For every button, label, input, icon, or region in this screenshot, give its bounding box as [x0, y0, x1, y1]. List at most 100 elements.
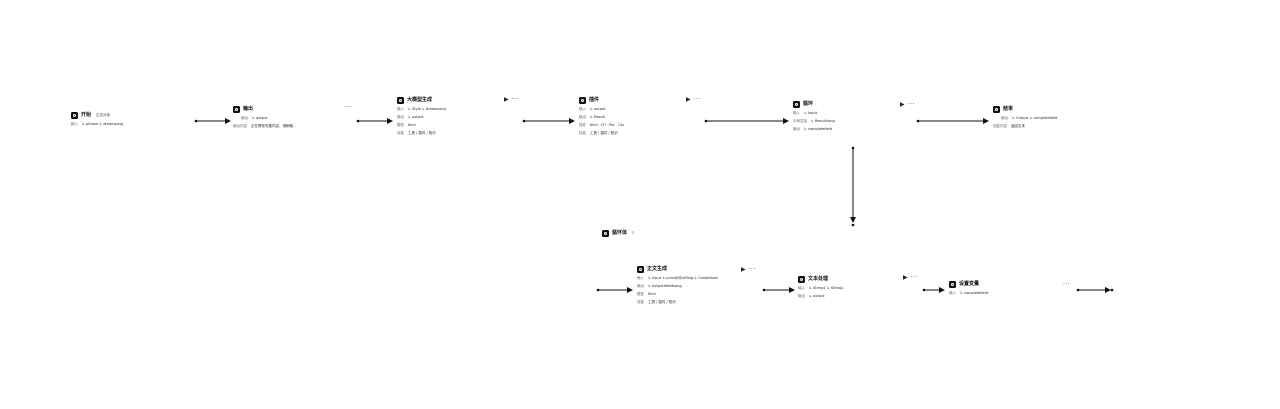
more-menu-label: ···	[748, 266, 756, 273]
more-menu-label: ···	[907, 101, 915, 108]
row-key: 模型	[637, 291, 644, 296]
output-icon	[233, 105, 240, 113]
port[interactable]	[194, 119, 198, 123]
variable-icon	[949, 280, 956, 288]
node-loop[interactable]: 循环 输入↳ Input 中间变量↳ Resulthong 输出↳ comple…	[793, 99, 835, 133]
node-llm[interactable]: 大模型生成 输入 ↳ Style ↳ dreamsong 输出 ↳ output 模…	[397, 95, 446, 137]
more-menu-plugin[interactable]: ▶ ···	[686, 96, 701, 103]
more-menu-text[interactable]: ▶ ···	[903, 274, 918, 281]
node-title: 设置变量	[959, 280, 980, 287]
row-value: ↳ Input ↳ prinsfjt@uffling ↳ Completion	[648, 275, 719, 280]
node-subtitle: 生成对象	[96, 112, 111, 117]
port[interactable]	[916, 119, 920, 123]
row-key: 输出	[1001, 115, 1008, 120]
node-end[interactable]: 结束 输出 ↳ Output ↳ completefield 回复内容返回文本	[993, 104, 1057, 130]
loop-icon	[793, 100, 800, 108]
node-llm-body[interactable]: 正文生成 输入↳ Input ↳ prinsfjt@uffling ↳ Comp…	[637, 264, 718, 306]
row-value: ↳ outputefieldsong	[648, 283, 682, 288]
node-title: 文本处理	[808, 275, 829, 282]
row-value: ↳ completefield	[960, 290, 988, 295]
row-value: ↳ output	[590, 106, 606, 111]
row-value: 工具 / 插件 / 知识	[648, 299, 676, 304]
row-value: 返回文本	[1011, 123, 1025, 128]
loop-body-icon	[602, 229, 609, 237]
row-key: 输出	[793, 126, 800, 131]
port[interactable]	[922, 288, 926, 292]
row-value: ↳ output	[408, 114, 424, 119]
row-value: ↳ phrase ↳ dreamsong	[82, 121, 123, 126]
row-value: Kimi	[648, 291, 656, 296]
more-menu-llm[interactable]: ▶ ···	[504, 96, 519, 103]
row-key: 技能	[637, 299, 644, 304]
row-value: 工具 / 插件 / 知识	[590, 130, 618, 135]
node-set-variable[interactable]: 设置变量 输入 ↳ completefield	[949, 279, 988, 297]
node-title: 开始	[81, 111, 92, 118]
more-menu-llm2[interactable]: ▶ ···	[741, 266, 756, 273]
port[interactable]	[596, 288, 600, 292]
node-title: 输出	[243, 105, 254, 112]
llm-icon	[637, 265, 644, 273]
more-menu-label: ···	[910, 274, 918, 281]
node-start[interactable]: 开始 生成对象 输入 ↳ phrase ↳ dreamsong	[71, 110, 123, 128]
row-key: 输出	[798, 293, 805, 298]
row-value: ↳ completefield	[804, 126, 832, 131]
row-key: 输入	[949, 290, 956, 295]
row-value: ↳ output	[252, 115, 268, 120]
row-key: 输入	[579, 106, 586, 111]
row-key: 输出	[241, 115, 248, 120]
port[interactable]	[704, 119, 708, 123]
node-text-process[interactable]: 文本处理 输入 ↳ String1 ↳ String2 输出 ↳ output	[798, 274, 844, 300]
row-value: 正在帮你完善内容，请稍候...	[251, 123, 297, 128]
row-value: ↳ Resulthong	[811, 118, 835, 123]
node-title: 循环体	[612, 229, 628, 236]
start-icon	[71, 111, 78, 119]
node-title: 大模型生成	[407, 96, 433, 103]
row-key: 插件	[579, 122, 586, 127]
more-menu-label: ···	[693, 96, 701, 103]
node-title: 结束	[1003, 105, 1014, 112]
node-title: 循环	[803, 100, 814, 107]
row-value: Kimi	[408, 122, 416, 127]
row-value: ↳ Style ↳ dreamsong	[408, 106, 446, 111]
node-output[interactable]: 输出 输出 ↳ output 输出内容正在帮你完善内容，请稍候...	[233, 104, 296, 130]
row-key: 输入	[637, 275, 644, 280]
row-key: 技能	[579, 130, 586, 135]
more-menu-loop[interactable]: ▶ ···	[900, 101, 915, 108]
node-subtitle: Σ	[632, 230, 635, 235]
row-value: 工具 / 插件 / 知识	[408, 130, 436, 135]
port[interactable]	[522, 119, 526, 123]
port[interactable]	[356, 119, 360, 123]
port[interactable]	[1076, 288, 1080, 292]
row-key: 中间变量	[793, 118, 807, 123]
row-key: 输出	[579, 114, 586, 119]
row-key: 输入	[71, 121, 78, 126]
more-menu-output[interactable]: ···	[345, 104, 353, 111]
row-key: 技能	[397, 130, 404, 135]
more-menu-setvar[interactable]: ···	[1063, 281, 1071, 288]
row-value: ↳ Input	[804, 110, 818, 115]
node-title: 插件	[589, 96, 600, 103]
row-key: 输出	[637, 283, 644, 288]
row-value: ↳ output	[809, 293, 825, 298]
port[interactable]	[851, 223, 855, 227]
text-icon	[798, 275, 805, 283]
row-key: 回复内容	[993, 123, 1007, 128]
row-value: ↳ String1 ↳ String2	[809, 285, 844, 290]
row-key: 模型	[397, 122, 404, 127]
port[interactable]	[851, 146, 855, 150]
more-menu-label: ···	[511, 96, 519, 103]
port[interactable]	[762, 288, 766, 292]
row-key: 输出内容	[233, 123, 247, 128]
end-icon	[993, 105, 1000, 113]
row-key: 输出	[397, 114, 404, 119]
row-value: ↳ Output ↳ completefield	[1012, 115, 1058, 120]
port[interactable]	[1110, 288, 1114, 292]
row-key: 输入	[798, 285, 805, 290]
row-key: 输入	[397, 106, 404, 111]
llm-icon	[397, 96, 404, 104]
row-value: ↳ Result	[590, 114, 605, 119]
plugin-icon	[579, 96, 586, 104]
node-loop-body[interactable]: 循环体 Σ	[602, 228, 634, 238]
